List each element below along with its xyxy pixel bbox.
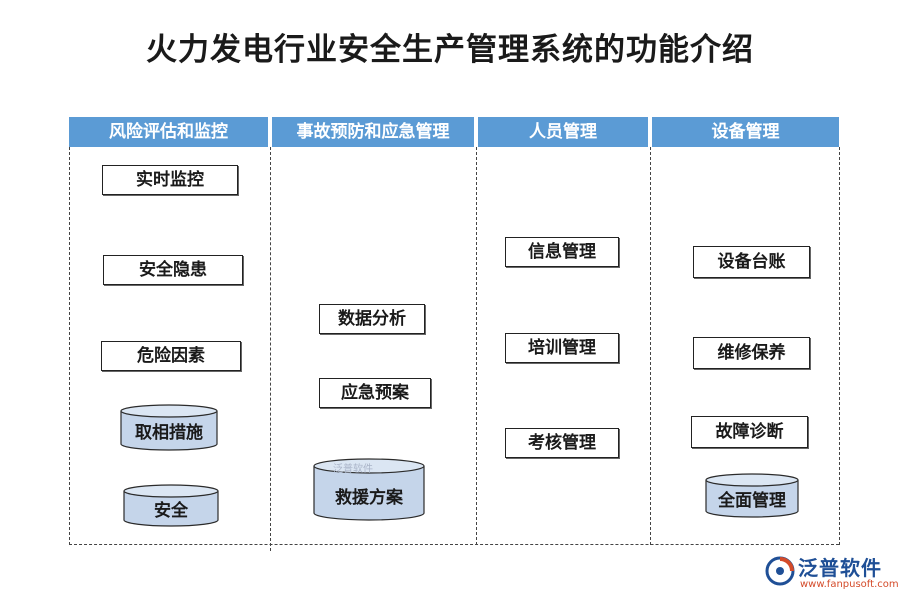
brand-logo: 泛普软件 www.fanpusoft.com: [762, 552, 899, 596]
column-divider: [476, 147, 477, 545]
column-divider: [270, 147, 271, 551]
cylinder-rescue-plan: 救援方案: [313, 458, 425, 522]
cylinder-measures: 取相措施: [120, 404, 218, 452]
column-header-equipment: 设备管理: [652, 117, 839, 147]
column-header-accident: 事故预防和应急管理: [272, 117, 474, 147]
brand-name: 泛普软件: [798, 556, 882, 580]
column-header-personnel: 人员管理: [478, 117, 648, 147]
node-emergency-plan: 应急预案: [319, 378, 431, 408]
node-data-analysis: 数据分析: [319, 304, 425, 334]
brand-url: www.fanpusoft.com: [800, 579, 899, 590]
cylinder-safety-label: 安全: [154, 501, 188, 521]
node-maintenance: 维修保养: [693, 337, 810, 369]
node-risk-factors: 危险因素: [101, 341, 241, 371]
node-safety-hazards: 安全隐患: [103, 255, 243, 285]
node-fault-diagnosis: 故障诊断: [691, 416, 808, 448]
frame-bottom-line: [69, 544, 839, 545]
fanpu-logo-icon: [764, 555, 796, 587]
diagram-title: 火力发电行业安全生产管理系统的功能介绍: [146, 32, 754, 68]
node-realtime-monitoring: 实时监控: [102, 165, 238, 195]
column-divider: [650, 147, 651, 545]
column-header-risk: 风险评估和监控: [69, 117, 268, 147]
node-assessment-management: 考核管理: [505, 428, 619, 458]
node-training-management: 培训管理: [505, 333, 619, 363]
cylinder-measures-label: 取相措施: [135, 423, 203, 443]
cylinder-full-management: 全面管理: [705, 473, 799, 519]
node-equipment-ledger: 设备台账: [693, 246, 810, 278]
cylinder-full-management-label: 全面管理: [718, 491, 786, 511]
column-divider: [839, 147, 840, 545]
node-info-management: 信息管理: [505, 237, 619, 267]
cylinder-safety: 安全: [123, 484, 219, 528]
watermark-text: 泛普软件: [333, 464, 373, 475]
cylinder-rescue-plan-label: 救援方案: [335, 488, 403, 508]
column-divider: [69, 147, 70, 545]
